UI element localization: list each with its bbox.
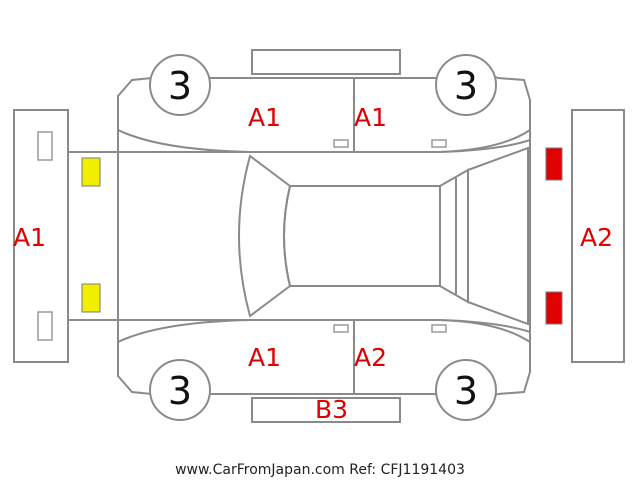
left-rear-handle [431,139,447,148]
top-sill-panel [251,49,401,75]
footer-reference: www.CarFromJapan.com Ref: CFJ1191403 [175,462,465,478]
code-right-rear-door: A2 [354,343,387,372]
code-rear-bumper: A2 [580,223,613,252]
wheel-front-right [149,359,211,421]
wheel-rear-right-rating: 3 [454,369,478,413]
rear-bumper-panel [571,109,625,363]
front-bumper-marker-bottom [37,311,53,341]
right-side-sill [117,319,531,343]
plan-body [67,138,531,334]
left-front-handle [333,139,349,148]
front-bumper-panel [13,109,69,363]
code-front-bumper: A1 [13,223,46,252]
wheel-front-right-rating: 3 [168,369,192,413]
wheel-front-left-rating: 3 [168,64,192,108]
code-left-rear-door: A1 [354,103,387,132]
wheel-rear-left [435,54,497,116]
code-right-front-door: A1 [248,343,281,372]
right-front-handle [333,324,349,333]
front-lamp-bottom [81,283,101,313]
front-bumper-marker-top [37,131,53,161]
left-side-body [117,77,531,152]
wheel-rear-left-rating: 3 [454,64,478,108]
wheel-rear-right [435,359,497,421]
roof-panel [283,185,441,287]
right-side-body [117,320,531,395]
code-left-front-door: A1 [248,103,281,132]
wheel-front-left [149,54,211,116]
left-side-sill [117,129,531,153]
right-rear-handle [431,324,447,333]
code-right-sill: B3 [315,395,348,424]
rear-lamp-top [545,147,563,181]
front-lamp-top [81,157,101,187]
rear-lamp-bottom [545,291,563,325]
bottom-sill-panel [251,397,401,423]
rear-cargo-area [467,146,529,326]
